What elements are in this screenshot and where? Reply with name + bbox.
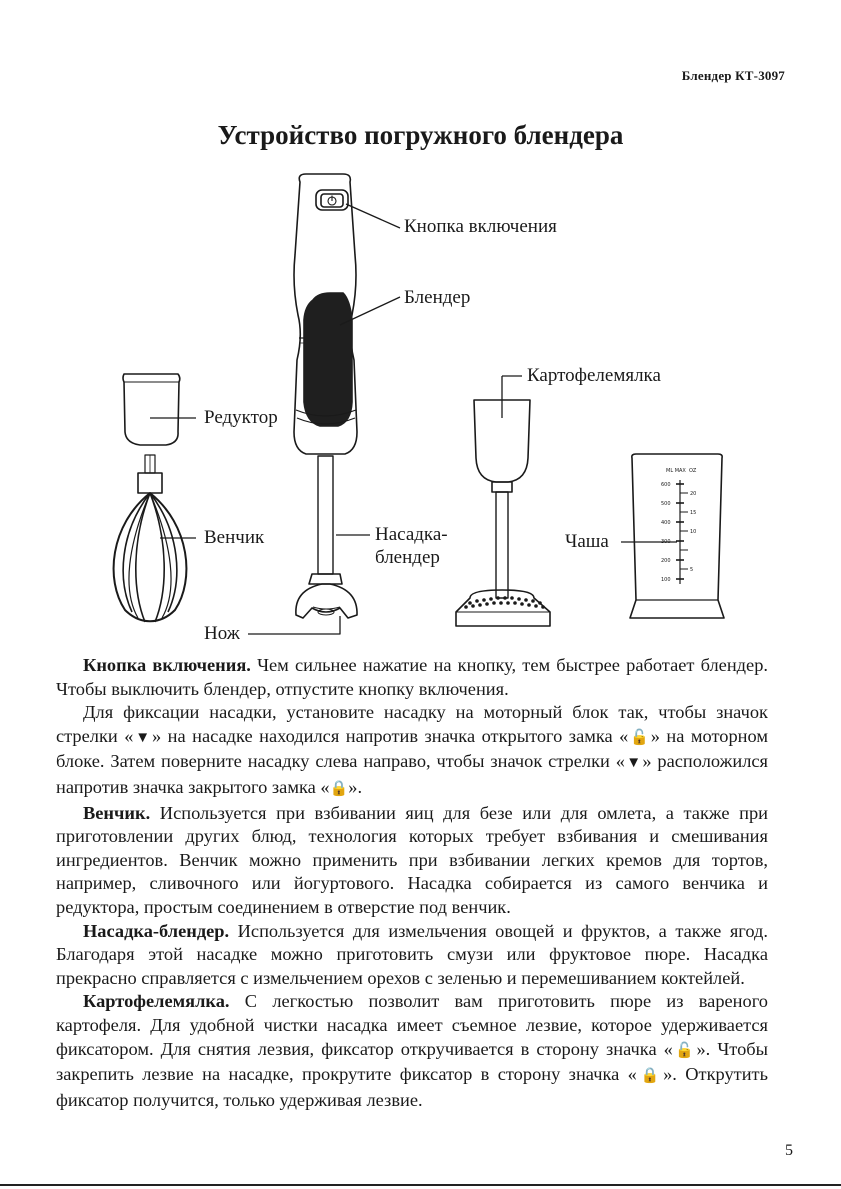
term-power-button: Кнопка включения. <box>83 655 251 675</box>
leader-lines <box>150 203 677 635</box>
paragraph-power-button: Кнопка включения. Чем сильнее нажатие на… <box>56 654 768 701</box>
cup-scale-ml: 600 <box>661 482 671 488</box>
paragraph-text: Используется для измельчения овощей и фр… <box>56 920 768 988</box>
paragraph-text: » на насадке находился напротив значка о… <box>151 725 629 746</box>
power-button <box>320 193 344 208</box>
paragraph-text: Чем сильнее нажатие на кнопку, тем быстр… <box>56 655 768 699</box>
label-reducer: Редуктор <box>204 407 278 428</box>
cup-scale-header-left: ML MAX <box>666 468 686 474</box>
power-button-frame <box>315 189 349 211</box>
arrow-down-icon: ▼ <box>624 755 643 772</box>
cup-scale-ml: 300 <box>661 539 671 545</box>
diagram-drawing: ML MAX OZ 600 500 400 300 200 100 20 15 … <box>112 173 725 635</box>
page-title: Устройство погружного блендера <box>217 120 624 150</box>
masher <box>455 399 551 627</box>
label-blender-attachment-2: блендер <box>375 547 440 568</box>
motor-unit <box>293 173 358 455</box>
paragraph-text: ». Открутить фиксатор получится, только … <box>56 1064 768 1110</box>
paragraph-text: ». <box>348 776 363 797</box>
label-masher: Картофелемялка <box>527 365 661 386</box>
label-blender-attachment-1: Насадка- <box>375 524 448 545</box>
term-masher: Картофелемялка. <box>83 991 230 1012</box>
cup-scale-ml: 500 <box>661 501 671 507</box>
cup-scale-header-right: OZ <box>689 468 697 474</box>
paragraph-masher: Картофелемялка. С легкостью позволит вам… <box>56 990 768 1112</box>
cup-scale-ml: 100 <box>661 577 671 583</box>
paragraph-attachment-fixing: Для фиксации насадки, установите насадку… <box>56 701 768 801</box>
label-blender: Блендер <box>404 287 471 308</box>
label-bowl: Чаша <box>565 531 609 552</box>
cup-scale-oz: 5 <box>690 567 693 573</box>
cup-scale-ml: 400 <box>661 520 671 526</box>
paragraph-blender-attachment: Насадка-блендер. Используется для измель… <box>56 920 768 991</box>
gearbox <box>122 373 181 446</box>
blender-shaft <box>295 455 358 619</box>
paragraph-text: » на моторном блоке. Затем поверните нас… <box>56 725 768 772</box>
cup-scale-oz: 10 <box>690 529 696 535</box>
bottom-rule <box>0 1184 841 1186</box>
blender-diagram: ML MAX OZ 600 500 400 300 200 100 20 15 … <box>0 160 841 650</box>
cup-scale-oz: 20 <box>690 491 696 497</box>
whisk <box>112 454 188 623</box>
paragraph-text: С легкостью позволит вам приготовить пюр… <box>56 991 768 1059</box>
label-power-button: Кнопка включения <box>404 216 557 237</box>
cup-scale-oz: 15 <box>690 510 696 516</box>
cup-scale-ml: 200 <box>661 558 671 564</box>
term-blender-attachment: Насадка-блендер. <box>83 920 230 941</box>
term-whisk: Венчик. <box>83 802 151 823</box>
measuring-cup <box>629 453 725 619</box>
arrow-down-icon: ▼ <box>133 729 152 746</box>
label-whisk: Венчик <box>204 527 265 548</box>
paragraph-whisk: Венчик. Используется при взбивании яиц д… <box>56 802 768 920</box>
header-model: Блендер КТ-3097 <box>681 68 785 83</box>
lock-open-icon: 🔓 <box>672 1042 697 1059</box>
lock-closed-icon: 🔒 <box>636 1068 664 1085</box>
description-text: Кнопка включения. Чем сильнее нажатие на… <box>56 654 768 1112</box>
lock-closed-icon: 🔒 <box>329 780 349 797</box>
label-knife: Нож <box>204 623 240 644</box>
grip-panel <box>303 292 353 427</box>
paragraph-text: ». Чтобы закрепить лезвие на насадке, пр… <box>56 1038 768 1085</box>
page-number: 5 <box>785 1142 793 1159</box>
paragraph-text: Для фиксации насадки, установите насадку… <box>56 702 768 746</box>
lock-open-icon: 🔓 <box>628 729 651 746</box>
paragraph-text: Используется при взбивании яиц для безе … <box>56 802 768 917</box>
paragraph-text: » расположился напротив значка закрытого… <box>56 751 768 797</box>
